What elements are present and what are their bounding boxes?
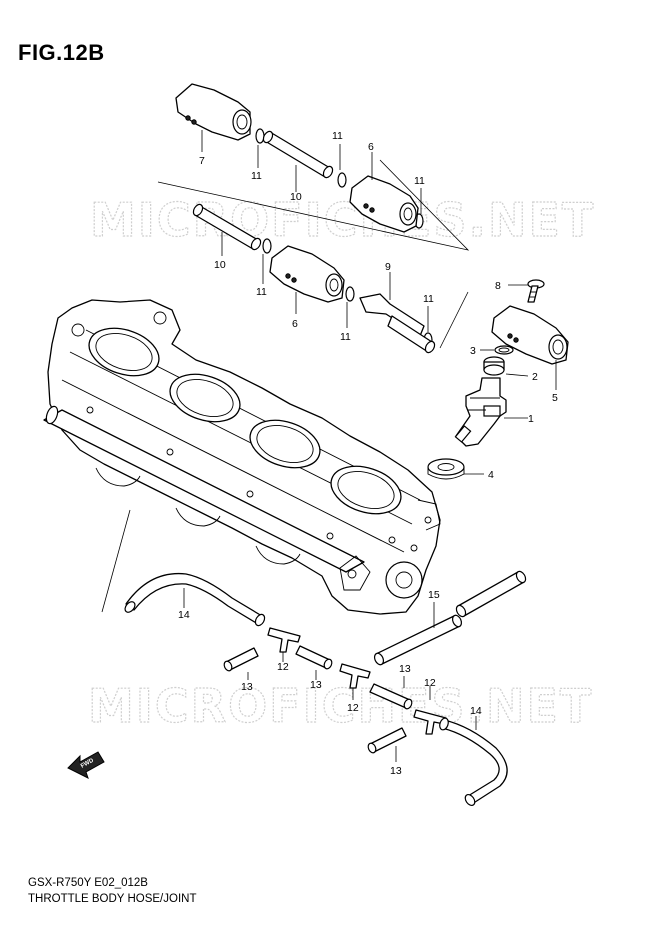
callout-9: 9 [385, 261, 391, 273]
callout-10-a: 10 [290, 191, 302, 203]
callout-14-b: 14 [470, 705, 482, 717]
part-14-hose-left [124, 572, 266, 627]
part-6-joint-lower [269, 245, 345, 314]
callout-8: 8 [495, 280, 501, 292]
callout-10-b: 10 [214, 259, 226, 271]
part-15-hose [373, 570, 527, 666]
callout-11-d: 11 [256, 286, 267, 298]
callout-11-f: 11 [423, 293, 434, 305]
callout-15: 15 [428, 589, 440, 601]
part-10-pipe-lower [192, 203, 262, 256]
figure-title: FIG.12B [18, 40, 105, 65]
part-12-joints [267, 627, 447, 735]
callout-6-b: 6 [292, 318, 298, 330]
callout-2: 2 [532, 371, 538, 383]
callout-labels: 7 11 10 11 6 11 10 11 6 9 11 8 11 3 2 5 … [178, 130, 558, 777]
fwd-marker: FWD [67, 751, 105, 779]
callout-13-b: 13 [310, 679, 322, 691]
callout-4: 4 [488, 469, 494, 481]
watermark-upper: MICROFICHES.NET [90, 193, 595, 247]
part-14-hose-right [439, 716, 508, 807]
callout-14-a: 14 [178, 609, 190, 621]
callout-11-e: 11 [340, 331, 351, 343]
callout-7: 7 [199, 155, 205, 167]
callout-12-c: 12 [424, 677, 436, 689]
part-5-joint [491, 305, 569, 390]
part-10-pipe-upper [262, 130, 334, 192]
part-7-joint [175, 83, 252, 152]
callout-11-b: 11 [251, 170, 262, 182]
callout-5: 5 [552, 392, 558, 404]
part-13-short-hoses [223, 645, 413, 762]
callout-3: 3 [470, 345, 476, 357]
part-6-joint-upper [349, 152, 419, 233]
callout-1: 1 [528, 413, 534, 425]
callout-13-d: 13 [390, 765, 402, 777]
throttle-body-assembly [43, 299, 441, 615]
model-code: GSX-R750Y E02_012B [28, 877, 148, 889]
part-8-screw [508, 279, 545, 303]
callout-6-a: 6 [368, 141, 374, 153]
assembly-guide-lines [101, 159, 470, 613]
callout-11-c: 11 [414, 175, 425, 187]
callout-13-a: 13 [241, 681, 253, 693]
part-3-o-ring [480, 345, 514, 355]
watermark-lower: MICROFICHES.NET [88, 679, 593, 733]
callout-13-c: 13 [399, 663, 411, 675]
callout-12-a: 12 [277, 661, 289, 673]
part-4-cushion-seal [427, 458, 484, 480]
callout-12-b: 12 [347, 702, 359, 714]
part-1-injector [454, 377, 528, 447]
callout-11-a: 11 [332, 130, 343, 142]
figure-description: THROTTLE BODY HOSE/JOINT [28, 893, 197, 905]
part-9-pipe [359, 272, 436, 354]
part-2-seal [483, 356, 529, 377]
